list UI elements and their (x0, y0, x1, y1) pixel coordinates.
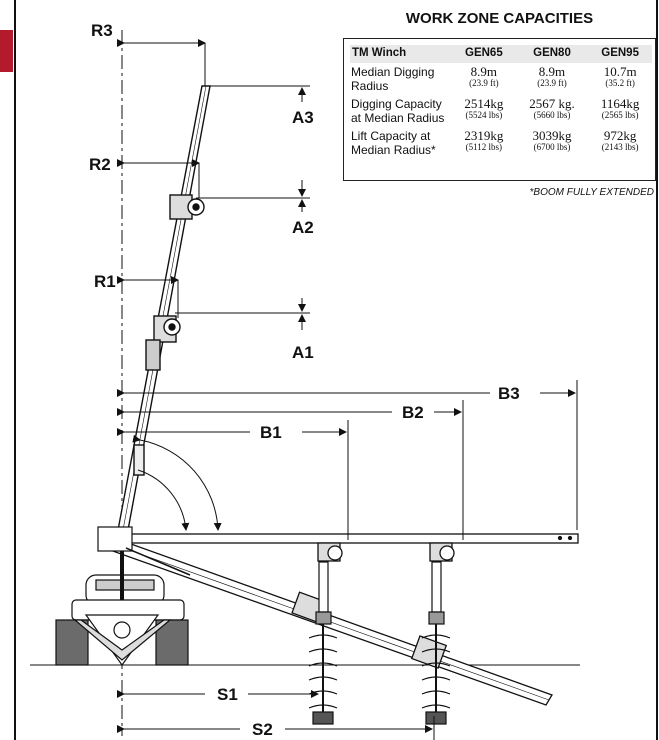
cell-main: 972kg (603, 128, 637, 143)
footnote: *BOOM FULLY EXTENDED (529, 187, 654, 198)
right-border (656, 0, 658, 740)
left-border (14, 0, 16, 740)
cell-sub: (5112 lbs) (465, 142, 503, 152)
label-b2: B2 (402, 403, 424, 422)
capacities-table: TM Winch GEN65 GEN80 GEN95 Median Diggin… (350, 45, 652, 159)
horizontal-boom (127, 533, 579, 562)
label-b1: B1 (260, 423, 282, 442)
cell-main: 2319kg (464, 128, 504, 143)
table-cell: 3039kg(6700 lbs) (516, 127, 589, 159)
truck-base (55, 526, 191, 667)
auger-2 (421, 561, 451, 725)
cell-main: 2514kg (464, 96, 504, 111)
table-cell: 2319kg(5112 lbs) (452, 127, 516, 159)
table-cell: 10.7m(35.2 ft) (588, 63, 652, 95)
row-label: Lift Capacity at Median Radius* (351, 129, 436, 157)
table-row: Median Digging Radius 8.9m(23.9 ft) 8.9m… (350, 63, 652, 95)
cell-main: 3039kg (532, 128, 572, 143)
capacities-title: WORK ZONE CAPACITIES (405, 10, 594, 27)
label-a1: A1 (292, 343, 314, 362)
label-r3: R3 (91, 21, 113, 40)
cell-main: 2567 kg. (529, 96, 575, 111)
cell-sub: (6700 lbs) (533, 142, 571, 152)
column-header: GEN80 (533, 47, 571, 59)
cell-sub: (5524 lbs) (465, 110, 503, 120)
table-row: Digging Capacity at Median Radius 2514kg… (350, 95, 652, 127)
cell-sub: (2565 lbs) (601, 110, 639, 120)
table-cell: 972kg(2143 lbs) (588, 127, 652, 159)
table-cell: 1164kg(2565 lbs) (588, 95, 652, 127)
cell-main: 10.7m (603, 64, 637, 79)
row-label: Digging Capacity at Median Radius (351, 97, 445, 125)
table-cell: 8.9m(23.9 ft) (452, 63, 516, 95)
swing-arc (132, 434, 222, 531)
cell-main: 8.9m (538, 64, 566, 79)
table-row: Lift Capacity at Median Radius* 2319kg(5… (350, 127, 652, 159)
red-accent-tab (0, 30, 13, 72)
label-r2: R2 (89, 155, 111, 174)
raised-boom (117, 85, 211, 531)
label-b3: B3 (498, 384, 520, 403)
table-header-row: TM Winch GEN65 GEN80 GEN95 (350, 45, 652, 63)
cell-sub: (35.2 ft) (605, 78, 635, 88)
label-s1: S1 (217, 685, 238, 704)
column-header: GEN65 (465, 47, 503, 59)
cell-sub: (2143 lbs) (601, 142, 639, 152)
label-s2: S2 (252, 720, 273, 739)
column-header: GEN95 (601, 47, 639, 59)
cell-main: 1164kg (600, 96, 640, 111)
cell-sub: (23.9 ft) (537, 78, 567, 88)
table-cell: 8.9m(23.9 ft) (516, 63, 589, 95)
label-r1: R1 (94, 272, 116, 291)
cell-main: 8.9m (470, 64, 498, 79)
table-cell: 2567 kg.(5660 lbs) (516, 95, 589, 127)
cell-sub: (5660 lbs) (533, 110, 571, 120)
label-a3: A3 (292, 108, 314, 127)
capacities-box (343, 38, 656, 181)
cell-sub: (23.9 ft) (469, 78, 499, 88)
auger-1 (308, 561, 338, 725)
row-label: Median Digging Radius (351, 65, 435, 93)
label-a2: A2 (292, 218, 314, 237)
column-header: TM Winch (352, 47, 407, 59)
table-cell: 2514kg(5524 lbs) (452, 95, 516, 127)
